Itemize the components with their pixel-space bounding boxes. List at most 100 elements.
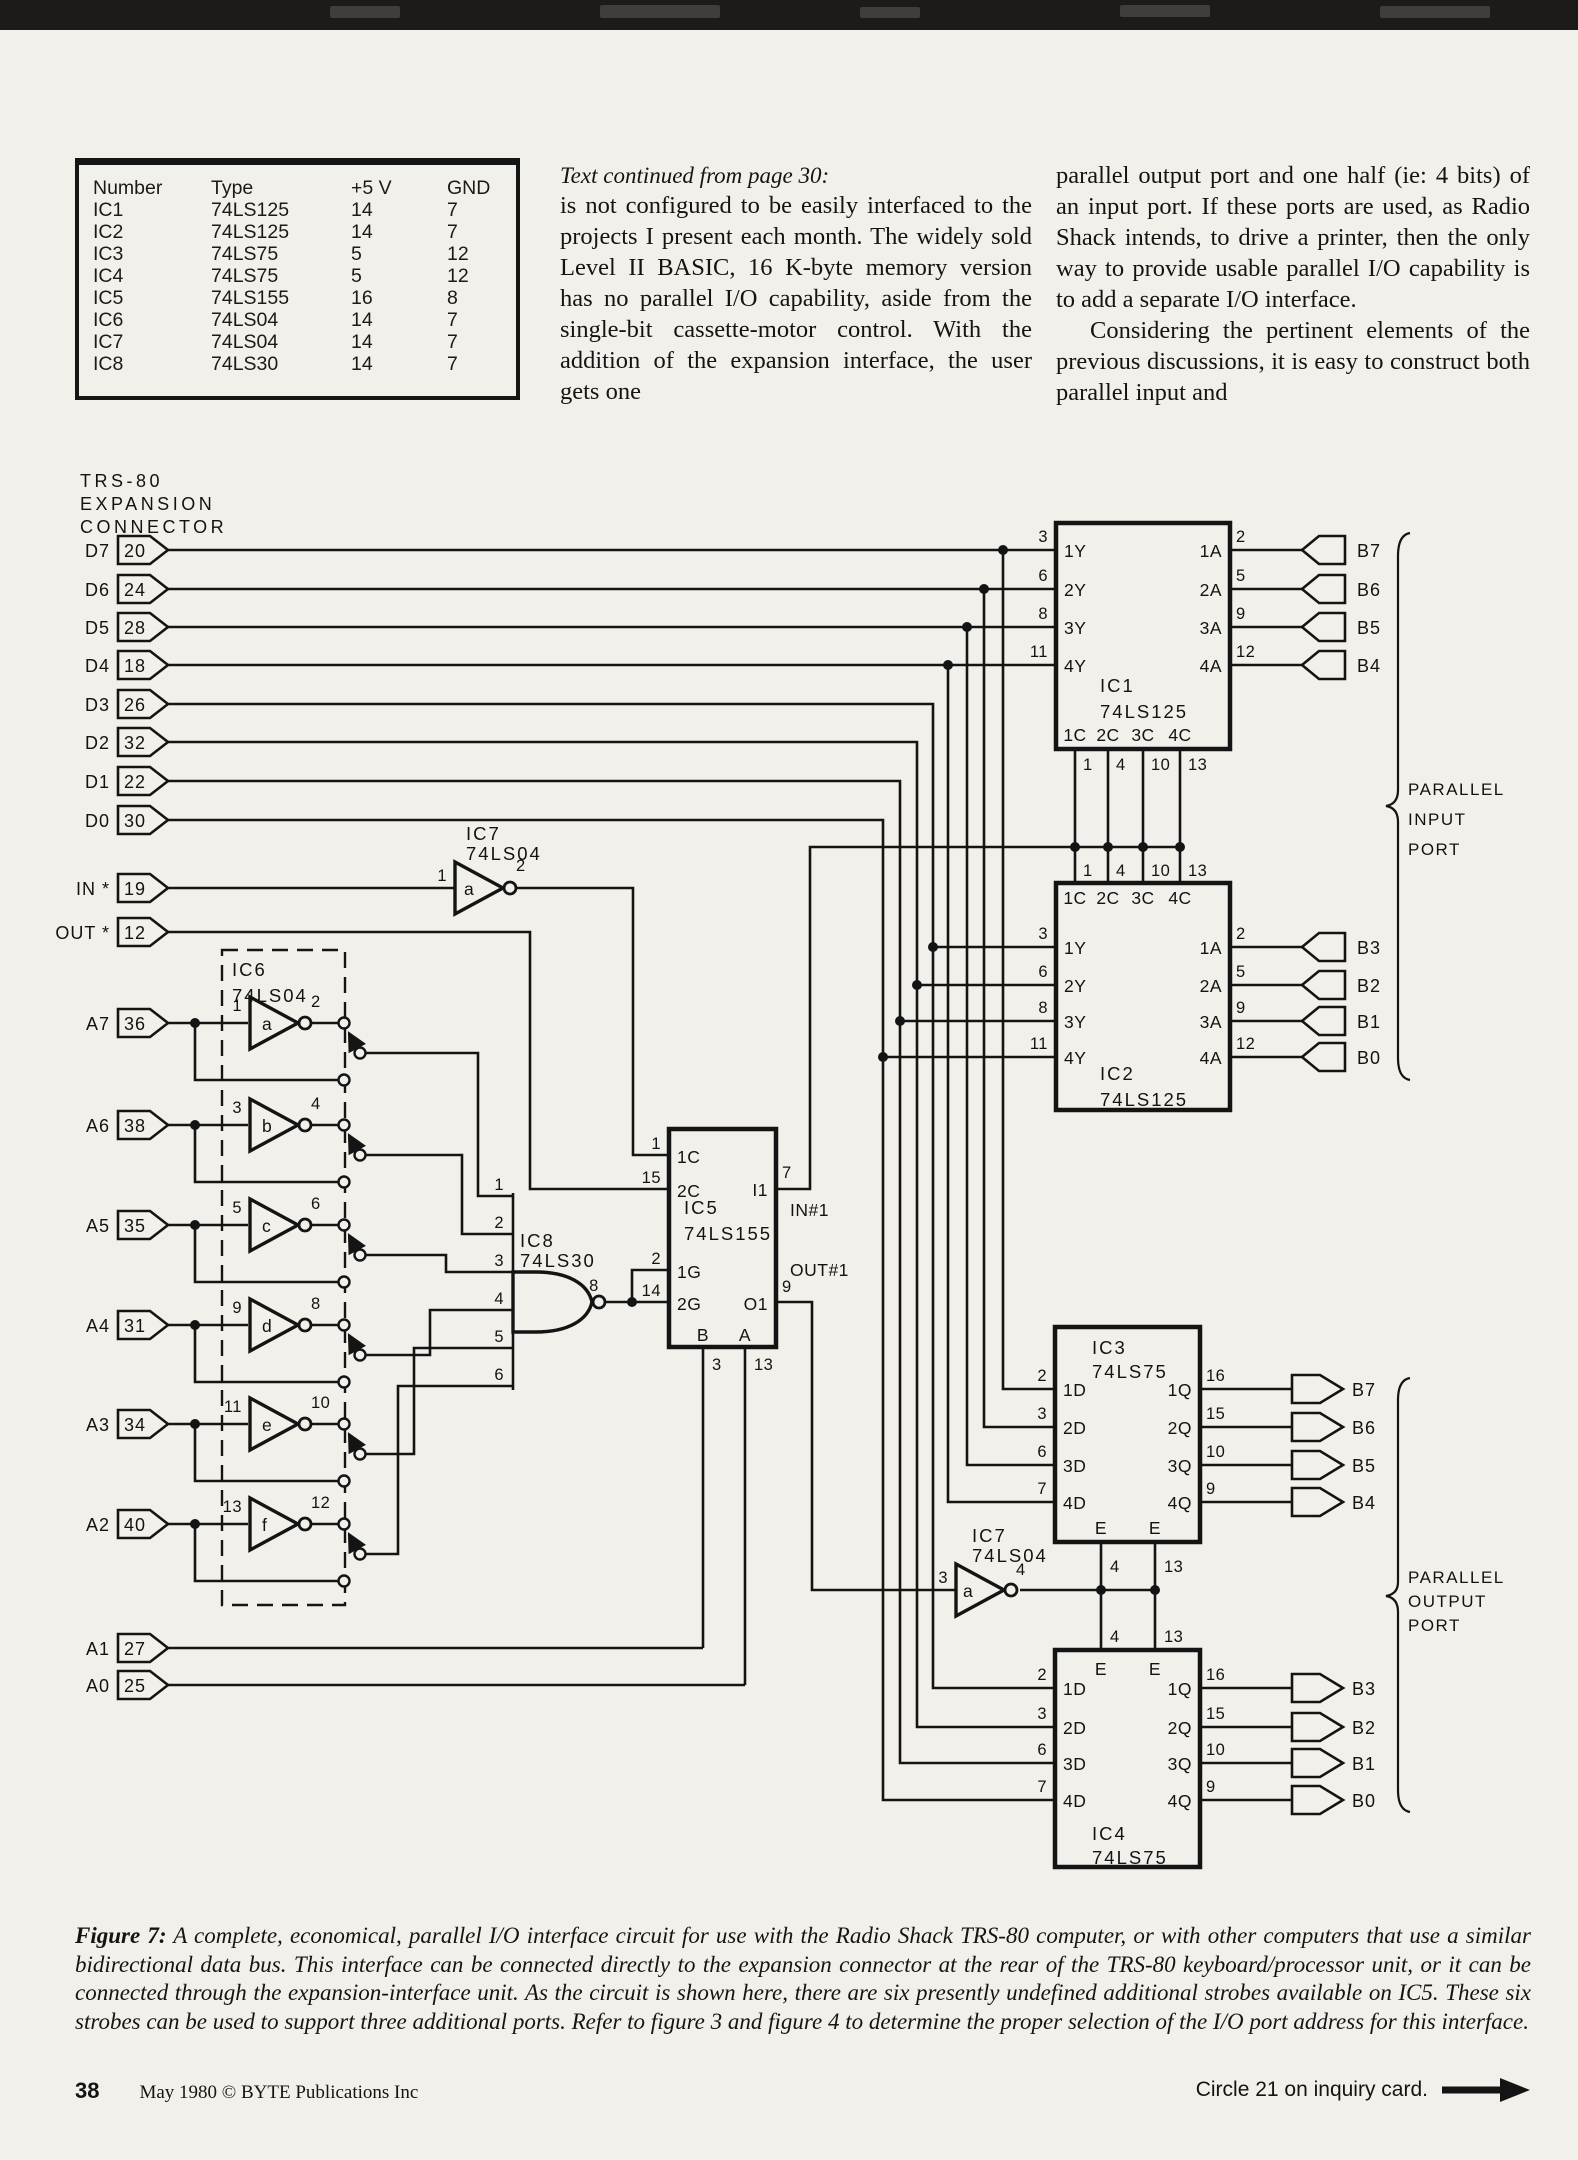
schematic-label: 1C	[1063, 888, 1086, 908]
schematic-label: 1	[437, 867, 447, 885]
schematic-label: 3Y	[1064, 618, 1086, 638]
schematic-label: 5	[1236, 567, 1246, 585]
paragraph: parallel output port and one half (ie: 4…	[1056, 162, 1530, 313]
schematic-label: B	[697, 1325, 709, 1345]
schematic-label: 9	[1206, 1778, 1216, 1796]
schematic-label: 74LS04	[466, 843, 542, 864]
schematic-label: O1	[744, 1294, 768, 1314]
schematic-label: 15	[1206, 1405, 1225, 1423]
schematic-label: 6	[494, 1366, 504, 1384]
schematic-label: 6	[1037, 1741, 1047, 1759]
schematic-label: B6	[1357, 580, 1381, 600]
schematic-label: 4	[311, 1095, 321, 1113]
schematic-label: PARALLEL	[1408, 1568, 1505, 1587]
schematic-label: 4	[1110, 1558, 1120, 1576]
ic4-box	[1052, 1647, 1203, 1870]
ic-table-cell: 14	[351, 331, 373, 353]
schematic-label: 6	[1038, 963, 1048, 981]
output-port-brace	[1385, 1376, 1411, 1814]
schematic-label: 74LS75	[1092, 1847, 1168, 1868]
schematic-label: 6	[1037, 1443, 1047, 1461]
schematic-label: IC3	[1092, 1337, 1127, 1358]
ic-table-cell: 14	[351, 221, 373, 243]
schematic-label: 4D	[1063, 1791, 1086, 1811]
schematic-label: D5	[85, 618, 110, 638]
schematic-label: 3A	[1200, 1012, 1222, 1032]
ic-table-cell: 5	[351, 265, 362, 287]
schematic-label: B0	[1352, 1791, 1376, 1811]
schematic-label: a	[464, 879, 474, 899]
parallel-output-port-pins	[1290, 1373, 1346, 1816]
inquiry-note[interactable]: Circle 21 on inquiry card.	[1195, 2078, 1428, 2101]
schematic-label: E	[1095, 1518, 1107, 1538]
ic-table-header: Number Type +5 V GND	[93, 177, 490, 199]
paragraph: is not configured to be easily interface…	[560, 192, 1032, 405]
schematic-label: 1	[232, 997, 242, 1015]
schematic-label: 74LS30	[520, 1250, 596, 1271]
schematic-label: 4	[1116, 756, 1126, 774]
schematic-label: 2D	[1063, 1718, 1086, 1738]
schematic-label: B3	[1352, 1679, 1376, 1699]
schematic-label: 27	[124, 1639, 146, 1659]
schematic-label: 10	[1206, 1443, 1225, 1461]
ic-table-cell: IC1	[93, 199, 124, 221]
schematic-label: PORT	[1408, 1616, 1461, 1635]
schematic-label: 25	[124, 1676, 146, 1696]
schematic-label: 8	[1038, 605, 1048, 623]
ic-table-cell: 74LS04	[211, 331, 279, 353]
schematic-label: IN#1	[790, 1200, 829, 1220]
schematic-label: 74LS155	[684, 1223, 772, 1244]
schematic-label: 3	[1038, 528, 1048, 546]
schematic-label: 5	[232, 1199, 242, 1217]
schematic-label: CONNECTOR	[80, 517, 227, 537]
schematic-label: A	[739, 1325, 751, 1345]
schematic-label: 4Q	[1168, 1791, 1192, 1811]
schematic-label: 3Y	[1064, 1012, 1086, 1032]
right-arrow-icon	[1442, 2078, 1530, 2102]
junction-dots	[190, 545, 1185, 1595]
ic3-box	[1052, 1324, 1203, 1545]
schematic-label: OUTPUT	[1408, 1592, 1487, 1611]
schematic-label: 11	[1030, 1035, 1048, 1053]
schematic-label: 7	[1037, 1778, 1047, 1796]
schematic-label: 5	[494, 1328, 504, 1346]
schematic-label: PORT	[1408, 840, 1461, 859]
input-port-brace	[1385, 531, 1411, 1082]
schematic-label: 4C	[1168, 888, 1191, 908]
figure-caption-body: A complete, economical, parallel I/O int…	[75, 1923, 1531, 2034]
schematic-label: 7	[1037, 1480, 1047, 1498]
schematic-label: 31	[124, 1316, 146, 1336]
polarity-select-switches[interactable]	[337, 1016, 367, 1588]
schematic-label: B2	[1357, 976, 1381, 996]
schematic-label: 1Y	[1064, 541, 1086, 561]
article-column-1: is not configured to be easily interface…	[560, 190, 1032, 407]
schematic-label: D7	[85, 541, 110, 561]
col-header-gnd: GND	[447, 177, 491, 199]
schematic-label: E	[1149, 1659, 1161, 1679]
expansion-connector-pins	[116, 534, 171, 1701]
ic-table-cell: IC3	[93, 243, 124, 265]
schematic-label: 13	[754, 1356, 773, 1374]
ic-table-cell: 74LS75	[211, 243, 279, 265]
schematic-label: 2C	[1096, 725, 1119, 745]
schematic-label: 12	[1236, 643, 1255, 661]
schematic-label: 9	[1236, 605, 1246, 623]
schematic-label: 74LS125	[1100, 701, 1188, 722]
schematic-label: I1	[752, 1180, 768, 1200]
schematic-label: e	[262, 1415, 272, 1435]
schematic-label: B2	[1352, 1718, 1376, 1738]
article-column-2: parallel output port and one half (ie: 4…	[1056, 160, 1530, 408]
schematic-label: OUT *	[55, 923, 110, 943]
schematic-label: A4	[86, 1316, 110, 1336]
paragraph: Considering the pertinent elements of th…	[1056, 317, 1530, 406]
ic-table-cell: 16	[351, 287, 373, 309]
ic1-box	[1053, 520, 1233, 752]
schematic-label: 2	[311, 993, 321, 1011]
ic-table-cell: IC8	[93, 353, 124, 375]
schematic-label: 3	[1037, 1705, 1047, 1723]
ic-table-cell: 5	[351, 243, 362, 265]
schematic-label: 10	[1206, 1741, 1225, 1759]
